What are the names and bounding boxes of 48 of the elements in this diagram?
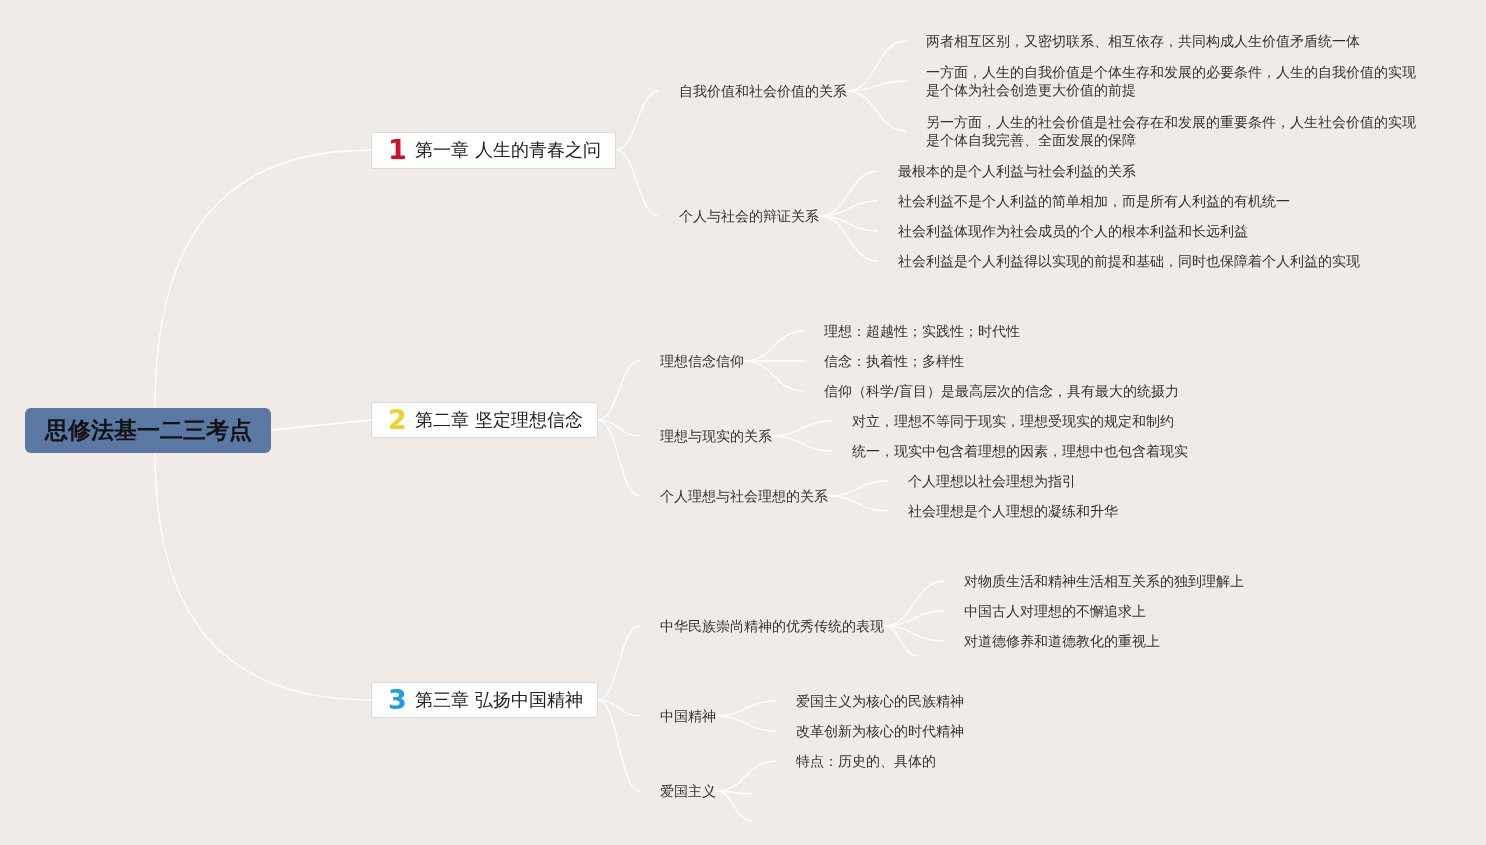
branch-label: 个人与社会的辩证关系	[659, 207, 819, 225]
branch-label: 统一，现实中包含着理想的因素，理想中也包含着现实	[832, 442, 1188, 460]
topic-text: 第二章 坚定理想信念	[414, 410, 583, 430]
branch-label: 个人理想以社会理想为指引	[888, 472, 1076, 490]
branch-label: 社会理想是个人理想的凝练和升华	[888, 502, 1118, 520]
branch-label: 一方面，人生的自我价值是个体生存和发展的必要条件，人生的自我价值的实现是个体为社会创造更大价值的前提	[906, 63, 1426, 99]
branch-label: 对道德修养和道德教化的重视上	[944, 632, 1160, 650]
root-topic: 思修法基一二三考点	[25, 407, 271, 453]
branch-label: 理想与现实的关系	[640, 427, 772, 445]
branch-label: 特点：历史的、具体的	[776, 752, 936, 770]
branch-label: 中华民族崇尚精神的优秀传统的表现	[640, 617, 884, 635]
branch-line	[614, 149, 660, 217]
branch-line	[771, 435, 833, 452]
number-marker: 3	[388, 685, 407, 715]
branch-line	[154, 451, 372, 701]
branch-label: 个人理想与社会理想的关系	[640, 487, 828, 505]
branch-label: 理想信念信仰	[640, 352, 744, 370]
branch-label: 社会利益是个人利益得以实现的前提和基础，同时也保障着个人利益的实现	[878, 252, 1360, 270]
branch-line	[596, 360, 641, 421]
branch-label: 中国精神	[640, 707, 716, 725]
chapter-topic	[371, 682, 598, 718]
branch-label: 改革创新为核心的时代精神	[776, 722, 964, 740]
branch-line	[614, 90, 660, 151]
branch-label: 对物质生活和精神生活相互关系的独到理解上	[944, 572, 1244, 590]
branch-label: 对立，理想不等同于现实，理想受现实的规定和制约	[832, 412, 1174, 430]
branch-line	[270, 419, 372, 431]
branch-label: 中国古人对理想的不懈追求上	[944, 602, 1146, 620]
chapter-topic	[371, 402, 598, 438]
branch-line	[596, 625, 641, 701]
branch-line	[715, 715, 777, 732]
number-marker: 2	[388, 405, 407, 435]
topic-text: 第三章 弘扬中国精神	[414, 690, 583, 710]
branch-line	[154, 149, 372, 409]
branch-label: 两者相互区别，又密切联系、相互依存，共同构成人生价值矛盾统一体	[906, 32, 1360, 50]
branch-label: 爱国主义	[640, 782, 716, 800]
chapter-topic	[371, 131, 616, 169]
branch-label: 最根本的是个人利益与社会利益的关系	[878, 162, 1136, 180]
branch-label: 另一方面，人生的社会价值是社会存在和发展的重要条件，人生社会价值的实现是个体自我完善、全面发展的保障	[906, 113, 1426, 149]
branch-label: 社会利益不是个人利益的简单相加，而是所有人利益的有机统一	[878, 192, 1290, 210]
branch-label: 信念：执着性；多样性	[804, 352, 964, 370]
branch-line	[827, 495, 889, 512]
branch-label: 社会利益体现作为社会成员的个人的根本利益和长远利益	[878, 222, 1248, 240]
number-marker: 1	[388, 135, 407, 165]
branch-label: 自我价值和社会价值的关系	[659, 82, 847, 100]
branch-label: 理想：超越性；实践性；时代性	[804, 322, 1020, 340]
branch-label: 爱国主义为核心的民族精神	[776, 692, 964, 710]
branch-label: 信仰（科学/盲目）是最高层次的信念，具有最大的统摄力	[804, 382, 1179, 400]
topic-text: 第一章 人生的青春之问	[414, 140, 601, 160]
